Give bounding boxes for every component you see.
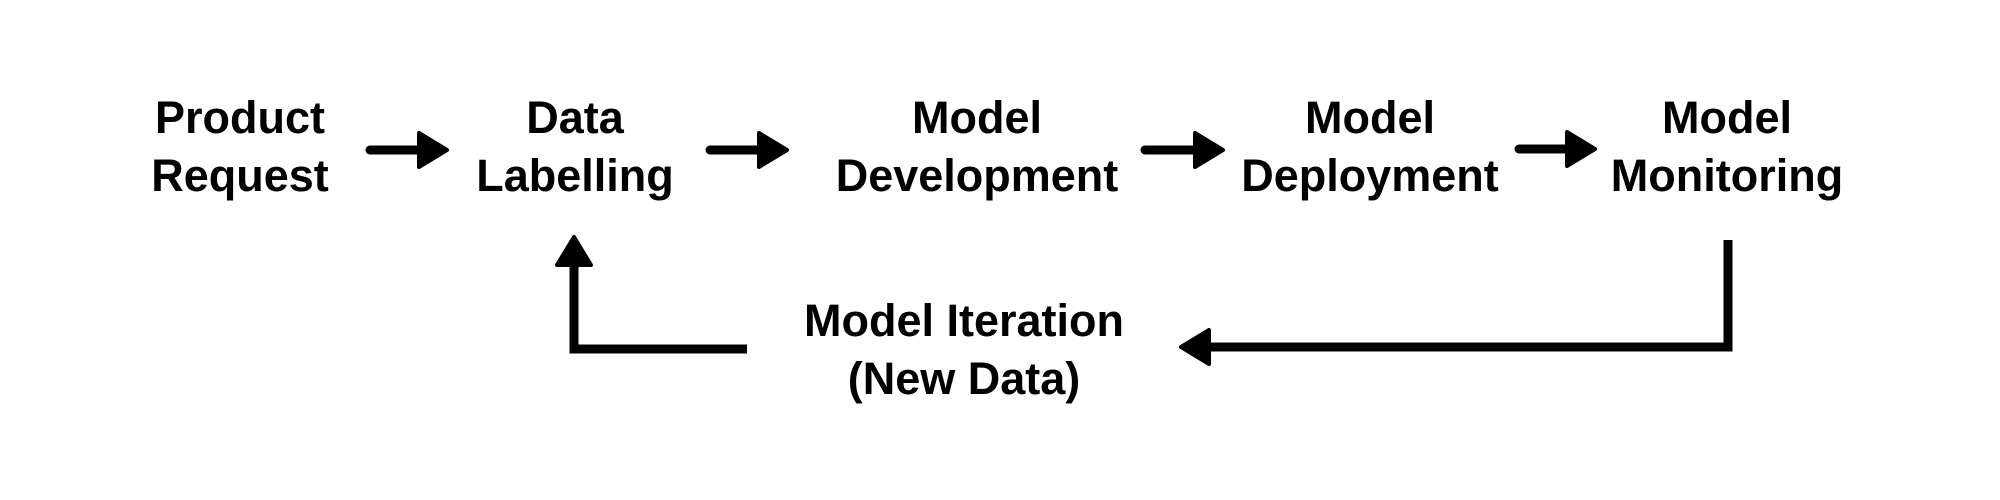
stage-data-labelling: Data Labelling: [476, 92, 674, 201]
loop-return-line: [1208, 240, 1733, 352]
arrow-right-icon: [365, 131, 449, 169]
arrowhead: [757, 131, 789, 169]
loop-label-model-iteration: Model Iteration (New Data): [803, 295, 1124, 404]
stage-model-deployment: Model Deployment: [1241, 92, 1499, 201]
loop-elbow-line: [569, 262, 747, 354]
arrow-up-icon: [555, 235, 593, 267]
arrow-right-icon: [1514, 130, 1597, 168]
arrowhead: [1565, 130, 1597, 168]
stage-model-development: Model Development: [835, 92, 1119, 201]
arrow-right-icon: [1140, 131, 1225, 169]
stage-product-request: Product Request: [151, 92, 329, 201]
stage-model-monitoring: Model Monitoring: [1610, 92, 1844, 201]
arrowhead: [417, 131, 449, 169]
loop-return-connector: [1179, 240, 1733, 366]
arrowhead: [1193, 131, 1225, 169]
arrow-left-icon: [1179, 328, 1211, 366]
arrow-right-icon: [705, 131, 789, 169]
loop-up-connector: [555, 235, 747, 354]
